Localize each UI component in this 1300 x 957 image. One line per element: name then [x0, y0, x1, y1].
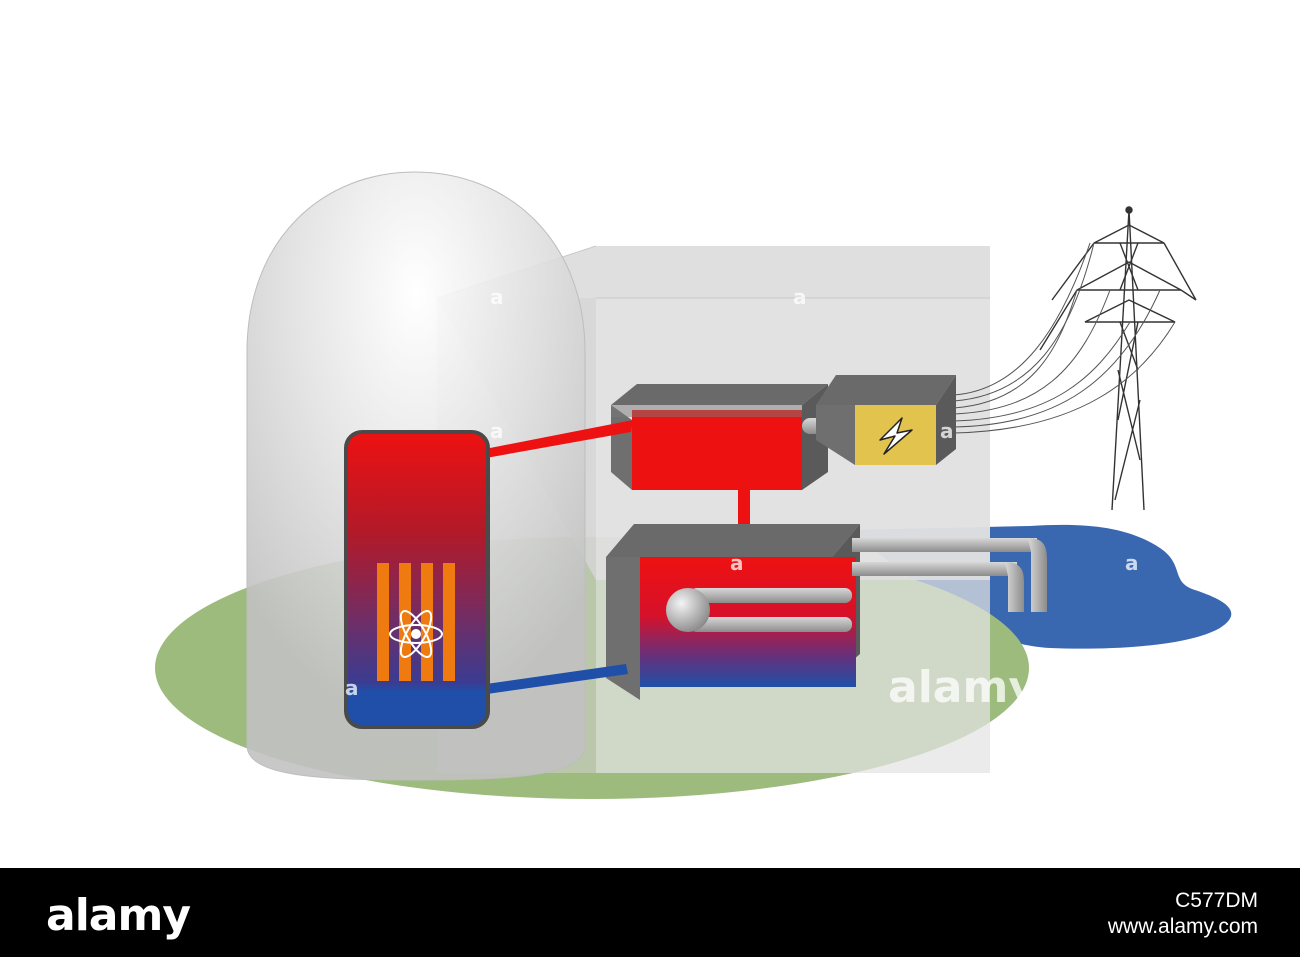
reactor-vessel — [344, 430, 490, 729]
condenser-manifold-ball — [666, 588, 710, 632]
footer-image-id: C577DM — [1175, 889, 1258, 912]
atom-symbol-icon — [389, 610, 443, 658]
watermark-center: alamy — [888, 662, 1037, 713]
footer-bar: alamy C577DM www.alamy.com — [0, 868, 1300, 957]
footer-image-info: C577DM www.alamy.com — [1108, 888, 1258, 940]
return-pipe-cold — [486, 664, 628, 694]
watermarks: alamy a a a a a a a — [345, 285, 1139, 713]
watermark-small: a — [730, 551, 744, 575]
watermark-small: a — [793, 285, 807, 309]
steam-pipe-hot — [486, 420, 633, 458]
watermark-small: a — [940, 419, 954, 443]
nuclear-plant-diagram: alamy a a a a a a a — [155, 171, 1232, 799]
turbine-box — [611, 384, 828, 490]
transmission-tower-icon — [1039, 206, 1197, 511]
generator-box — [816, 375, 956, 465]
footer-logo: alamy — [46, 890, 191, 941]
footer-site: www.alamy.com — [1107, 915, 1258, 938]
cooling-pipes — [666, 538, 1047, 632]
watermark-small: a — [490, 419, 504, 443]
lightning-bolt-icon — [879, 417, 913, 455]
fuel-rods — [377, 563, 455, 681]
watermark-small: a — [345, 676, 359, 700]
watermark-small: a — [490, 285, 504, 309]
power-lines — [953, 242, 1176, 434]
watermark-small: a — [1125, 551, 1139, 575]
